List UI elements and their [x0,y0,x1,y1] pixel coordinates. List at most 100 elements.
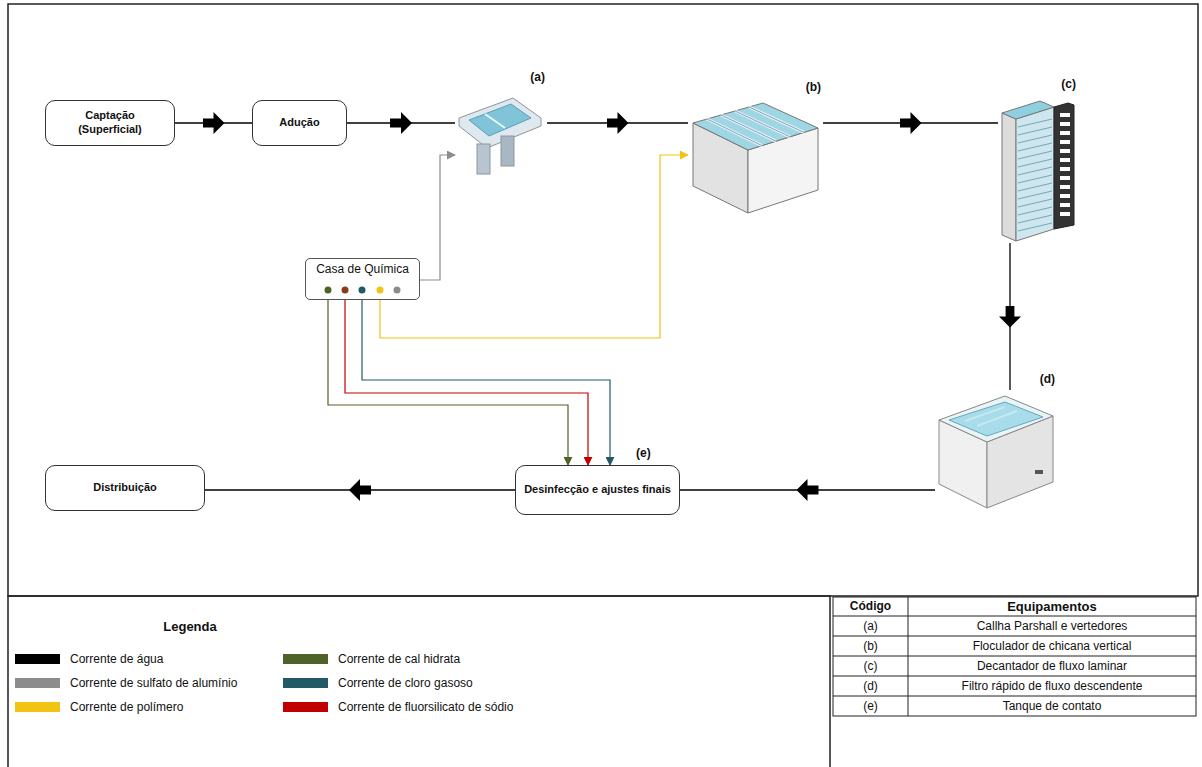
illustration-part [965,407,1017,426]
table-rule [833,696,1196,697]
illustration-part [1018,143,1052,151]
illustration-part [1060,212,1070,216]
illustration-part [485,114,505,128]
legend-item: Corrente de sulfato de alumínio [15,676,237,690]
illustration-part [1035,470,1043,474]
water-connector [680,489,935,490]
illustration-part [1002,101,1054,119]
illustration-part [1018,223,1052,231]
dosing-dot [325,287,332,294]
process-box: Adução [252,100,347,146]
table-cell: Filtro rápido de fluxo descendente [908,676,1196,696]
illustration-part [1018,215,1052,223]
illustration-part [707,107,804,146]
chemical-house-box: Casa de Química [305,258,420,300]
table-header: Código [833,597,908,616]
table-cell: (c) [833,656,908,676]
filter-art [935,390,1057,512]
table-cell: (b) [833,636,908,656]
table-rule [833,656,1196,657]
illustration-part [1018,127,1052,135]
legend-text: Corrente de fluorsilicato de sódio [338,700,513,714]
illustration-part [721,115,776,141]
illustration-part [939,396,1053,442]
dosing-dot [394,287,401,294]
illustration-part [1060,203,1070,207]
illustration-part [749,107,804,132]
legend-text: Corrente de sulfato de alumínio [70,676,237,690]
illustration-part [1018,151,1052,159]
legend-swatch [283,654,328,664]
illustration-part [1018,191,1052,199]
illustration-part [949,402,1043,436]
illustration-part [1060,194,1070,198]
illustration-part [693,103,818,150]
process-box: Captação (Superficial) [45,100,175,146]
illustration-part [1002,113,1016,241]
settler: (c) [998,95,1078,243]
water-connector [1009,243,1010,390]
node-label: Desinfecção e ajustes finais [524,483,671,497]
callout-letter: (d) [1038,372,1057,386]
illustration-part [1060,185,1070,189]
illustration-part [1060,140,1070,144]
illustration-part [1018,159,1052,167]
legend-swatch [283,678,328,688]
legend-item: Corrente de cal hidrata [283,652,460,666]
table-cell: (a) [833,616,908,636]
illustration-part [1018,175,1052,183]
illustration-part [1018,183,1052,191]
illustration-part [1018,167,1052,175]
table-border [833,597,1196,716]
chemical-connector [380,155,688,338]
dosing-dot [359,287,366,294]
illustration-part [1060,113,1070,117]
parshall-flume: (a) [455,88,547,176]
table-cell: Floculador de chicana vertical [908,636,1196,656]
illustration-part [749,107,804,132]
legend-text: Corrente de cal hidrata [338,652,460,666]
flocculator-art [688,98,823,216]
water-connector [205,489,515,490]
chemical-connector [328,300,568,465]
legend-text: Corrente de cloro gasoso [338,676,473,690]
legend-swatch [15,678,60,688]
illustration-part [459,98,541,148]
node-label: Casa de Química [310,262,415,276]
table-cell: Callha Parshall e vertedores [908,616,1196,636]
parshall-flume-art [455,88,547,176]
dosing-dot [342,287,349,294]
illustration-part [1018,199,1052,207]
callout-letter: (b) [804,80,823,94]
legend-item: Corrente de cloro gasoso [283,676,473,690]
illustration-part [1018,135,1052,143]
legend-item: Corrente de água [15,652,163,666]
illustration-part [1060,113,1070,216]
illustration-part [501,136,514,166]
illustration-part [965,407,1005,421]
filter: (d) [935,390,1057,512]
illustration-part [707,119,762,146]
node-label: Distribuição [93,481,157,495]
legend-swatch [15,654,60,664]
legend-title: Legenda [140,618,240,636]
chemical-connector [362,300,610,465]
water-connector [547,122,688,123]
illustration-part [469,104,531,136]
illustration-part [977,411,1017,426]
table-rule [833,676,1196,677]
table-cell: Tanque de contato [908,696,1196,716]
legend-text: Corrente de água [70,652,163,666]
dosing-dots [305,283,420,297]
illustration-part [1018,207,1052,215]
dosing-dot [377,287,384,294]
legend-frame [8,596,830,767]
node-label: Adução [279,116,319,130]
callout-letter: (e) [634,446,653,461]
illustration-part [1016,107,1054,241]
illustration-part [735,111,790,137]
flocculator: (b) [688,98,823,216]
callout-letter: (c) [1059,77,1078,91]
chemical-connector [420,155,455,280]
